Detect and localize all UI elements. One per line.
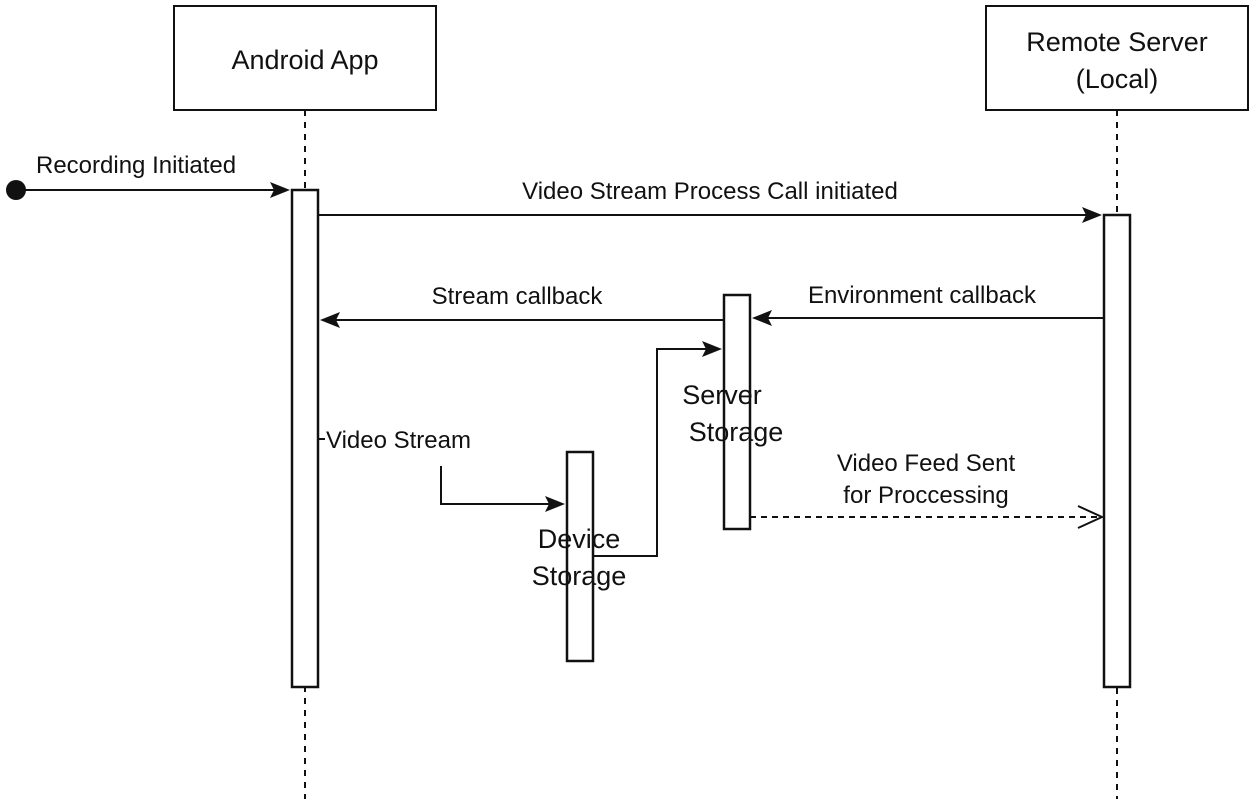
video-stream-arrow — [440, 466, 549, 505]
arrowhead-icon — [320, 312, 340, 328]
server-storage-label: Server — [682, 380, 762, 410]
arrowhead-icon — [545, 496, 565, 512]
process-call-label: Video Stream Process Call initiated — [522, 178, 898, 205]
device-storage-label: Device — [538, 524, 621, 554]
remote-server-participant: Remote Server (Local) — [985, 5, 1249, 111]
video-stream-message: Video Stream — [318, 427, 565, 512]
environment-callback-label: Environment callback — [808, 282, 1037, 309]
arrowhead-icon — [752, 310, 772, 326]
arrowhead-icon — [702, 341, 722, 357]
video-feed-label-line2: for Proccessing — [843, 482, 1008, 509]
stream-callback-label: Stream callback — [432, 283, 604, 310]
remote-server-sublabel: (Local) — [1076, 64, 1159, 94]
android-app-box — [173, 5, 437, 111]
stream-callback-message: Stream callback — [320, 283, 724, 328]
process-call-message: Video Stream Process Call initiated — [318, 178, 1102, 223]
android-activation — [290, 188, 320, 689]
recording-initiated-label: Recording Initiated — [36, 152, 236, 179]
open-arrowhead-icon — [1077, 505, 1105, 529]
remote-server-label: Remote Server — [1026, 27, 1208, 57]
android-app-label: Android App — [231, 45, 378, 75]
arrowhead-icon — [1082, 207, 1102, 223]
recording-initiated-message: Recording Initiated — [6, 152, 290, 200]
environment-callback-message: Environment callback — [752, 282, 1104, 326]
device-storage-label-line2: Storage — [532, 561, 627, 591]
server-activation — [1102, 213, 1132, 689]
server-storage-activation — [722, 293, 752, 531]
video-feed-message: Video Feed Sent for Proccessing — [750, 450, 1105, 529]
storage-transfer-message — [593, 341, 722, 557]
server-storage-label-line2: Storage — [689, 417, 784, 447]
arrowhead-icon — [270, 182, 290, 198]
android-app-participant: Android App — [173, 5, 437, 111]
video-feed-label: Video Feed Sent — [837, 450, 1016, 477]
device-storage-activation — [565, 450, 595, 663]
video-stream-label: Video Stream — [326, 427, 471, 454]
remote-server-box — [985, 5, 1249, 111]
storage-transfer-arrow — [593, 348, 706, 557]
